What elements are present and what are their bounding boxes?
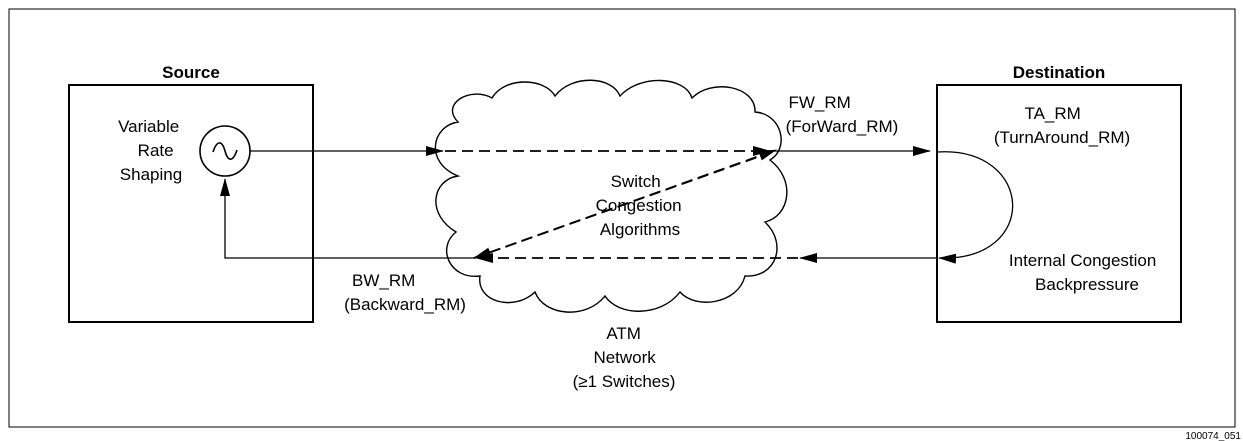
source-box [68, 84, 314, 323]
turnaround-loop-arrow [936, 151, 1014, 264]
shaper-label: Variable Rate Shaping [118, 117, 184, 184]
atm-network-label: ATM Network (≥1 Switches) [573, 324, 676, 391]
backward-rm-label: BW_RM (Backward_RM) [344, 271, 466, 314]
source-title: Source [162, 63, 220, 82]
sine-wave-icon [212, 142, 238, 160]
backward-return-arrow [220, 178, 474, 259]
diagram-frame [8, 8, 1236, 428]
forward-rm-label: FW_RM (ForWard_RM) [786, 93, 899, 136]
figure-id: 100074_051 [1185, 431, 1241, 441]
destination-title: Destination [1013, 63, 1106, 82]
turnaround-label: TA_RM (TurnAround_RM) [994, 104, 1130, 147]
destination-box [936, 84, 1182, 323]
internal-congestion-label: Internal Congestion Backpressure [1009, 251, 1161, 294]
switch-congestion-label: Switch Congestion Algorithms [596, 172, 687, 239]
switch-congestion-diagonal-reverse [473, 149, 777, 259]
